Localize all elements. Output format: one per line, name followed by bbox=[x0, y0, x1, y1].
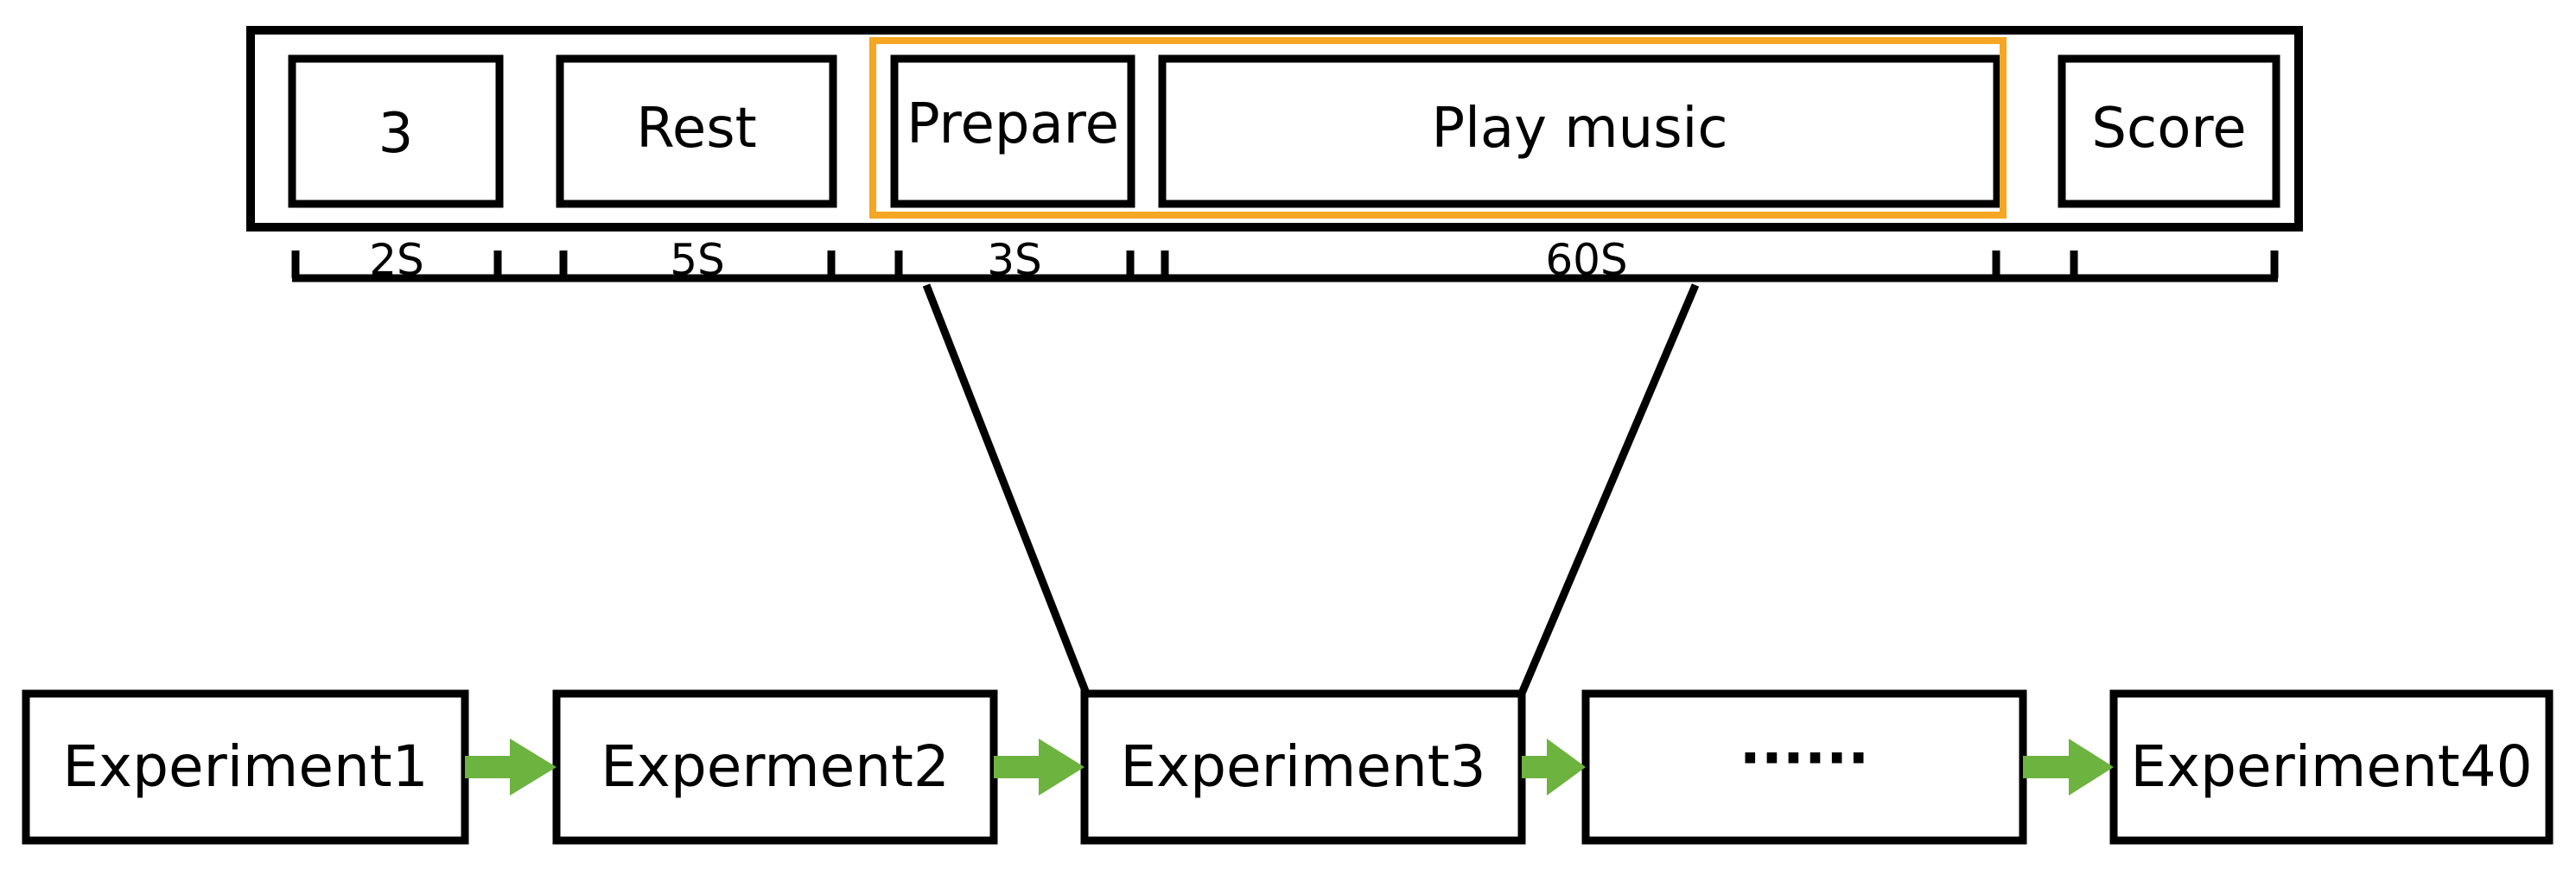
play-music-step-label: Play music bbox=[1431, 97, 1727, 161]
experiment-label-2: Experment2 bbox=[601, 733, 950, 800]
right-arrow-icon bbox=[465, 739, 557, 796]
prepare-step-box bbox=[890, 54, 1135, 208]
trial-timeline: 3 Rest Prepare Play music Score 2S 5S 3S… bbox=[246, 26, 2303, 285]
experiment-label-1: Experiment1 bbox=[62, 733, 428, 800]
duration-ruler bbox=[291, 251, 2279, 282]
experiment-label-ellipsis: ······ bbox=[1740, 725, 1869, 791]
score-step-label: Score bbox=[2091, 97, 2246, 161]
zoom-line-right bbox=[1517, 283, 1700, 697]
prepare-duration-label: 3S bbox=[987, 235, 1042, 285]
zoom-line-left bbox=[922, 283, 1091, 697]
sequence-arrows bbox=[465, 739, 2114, 796]
right-arrow-icon bbox=[1522, 739, 1586, 796]
stimulus-highlight-frame bbox=[869, 37, 2007, 219]
prepare-step-label: Prepare bbox=[906, 92, 1119, 156]
trial-outer-frame bbox=[246, 26, 2303, 232]
experiment-label-40: Experiment40 bbox=[2130, 733, 2532, 800]
rest-step-label: Rest bbox=[636, 97, 756, 161]
play-music-step-box bbox=[1158, 54, 2001, 208]
right-arrow-icon bbox=[994, 739, 1084, 796]
score-step-box bbox=[2058, 54, 2280, 208]
play-music-duration-label: 60S bbox=[1545, 235, 1627, 285]
rest-duration-label: 5S bbox=[670, 235, 725, 285]
countdown-step-label: 3 bbox=[378, 102, 414, 166]
zoom-connector bbox=[922, 283, 1700, 697]
right-arrow-icon bbox=[2023, 739, 2114, 796]
experiment-label-3: Experiment3 bbox=[1120, 733, 1485, 800]
experiment-sequence: Experiment1 Experment2 Experiment3 ·····… bbox=[22, 689, 2554, 845]
countdown-step-box bbox=[288, 54, 504, 208]
rest-step-box bbox=[556, 54, 837, 208]
countdown-duration-label: 2S bbox=[369, 235, 424, 285]
